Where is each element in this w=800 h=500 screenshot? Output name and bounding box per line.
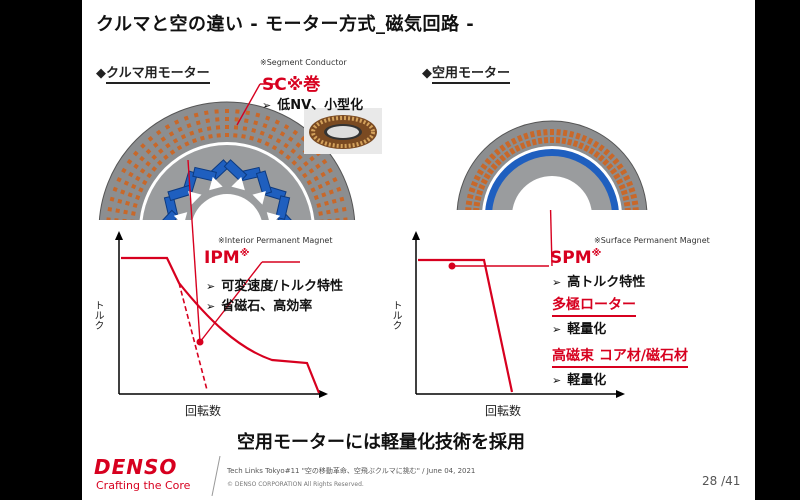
y-axis-arrow-icon (412, 231, 420, 240)
spm-sup: ※ (591, 248, 602, 259)
ipm-bullet-1: ➢ 可変速度/トルク特性 (206, 275, 343, 294)
ipm-sup: ※ (239, 248, 250, 259)
spm-label: SPM (550, 248, 592, 268)
footer (82, 450, 755, 500)
right-torque-chart (412, 231, 625, 398)
conclusion-text: 空用モーターには軽量化技術を採用 (237, 432, 525, 453)
segment-conductor-photo (304, 108, 382, 154)
x-axis-arrow-icon (616, 390, 625, 398)
sc-note: ※Segment Conductor (260, 58, 347, 67)
ipm-bullet-2-text: 省磁石、高効率 (221, 299, 313, 314)
high-flux-bullet: ➢ 軽量化 (552, 369, 606, 388)
footer-divider (211, 456, 221, 496)
right-heading: ◆空用モーター (422, 62, 511, 84)
right-x-label: 回転数 (485, 404, 522, 418)
spm-bullet-text: 高トルク特性 (567, 275, 646, 290)
arrow-right-icon: ➢ (552, 276, 562, 289)
left-y-label: トルク (92, 300, 103, 330)
left-heading-text: クルマ用モーター (106, 66, 210, 84)
copyright: © DENSO CORPORATION All Rights Reserved. (227, 481, 364, 488)
ipm-label-group: IPM※ (204, 248, 249, 268)
left-x-label: 回転数 (185, 404, 222, 418)
ipm-bullet-1-text: 可変速度/トルク特性 (221, 279, 343, 294)
ipm-dashed-curve (178, 282, 208, 391)
tagline: Crafting the Core (96, 479, 191, 492)
multipole-bullet: ➢ 軽量化 (552, 318, 606, 337)
multipole-rotor-heading: 多極ローター (552, 294, 636, 317)
spm-motor-diagram (456, 120, 648, 210)
slide-title: クルマと空の違い - モーター方式_磁気回路 - (96, 14, 475, 35)
right-y-label: トルク (390, 300, 401, 330)
event-info: Tech Links Tokyo#11 "空の移動革命、空飛ぶクルマに挑む" /… (227, 467, 476, 475)
high-flux-bullet-text: 軽量化 (567, 373, 607, 388)
left-heading: ◆クルマ用モーター (96, 62, 210, 84)
arrow-right-icon: ➢ (206, 300, 216, 313)
multipole-bullet-text: 軽量化 (567, 322, 607, 337)
arrow-right-icon: ➢ (552, 323, 562, 336)
slide: クルマと空の違い - モーター方式_磁気回路 - ◆クルマ用モーター ※Segm… (82, 0, 755, 500)
spm-bullet: ➢ 高トルク特性 (552, 271, 645, 290)
right-heading-text: 空用モーター (432, 66, 511, 84)
arrow-right-icon: ➢ (206, 280, 216, 293)
sc-bullet-text: 低NV、小型化 (277, 98, 364, 113)
x-axis-arrow-icon (319, 390, 328, 398)
ipm-note: ※Interior Permanent Magnet (218, 236, 333, 245)
spm-torque-curve (418, 258, 514, 393)
arrow-right-icon: ➢ (262, 99, 272, 112)
denso-logo: DENSO (94, 455, 178, 479)
high-flux-heading: 高磁束 コア材/磁石材 (552, 345, 688, 368)
ipm-label: IPM (204, 248, 240, 268)
sc-bullet: ➢ 低NV、小型化 (262, 94, 363, 113)
spm-note: ※Surface Permanent Magnet (594, 236, 710, 245)
y-axis-arrow-icon (115, 231, 123, 240)
page-number: 28 /41 (702, 474, 741, 488)
spm-label-group: SPM※ (550, 248, 601, 268)
sc-label: SC※巻 (262, 75, 321, 95)
ipm-bullet-2: ➢ 省磁石、高効率 (206, 295, 312, 314)
stator-windings (106, 109, 348, 224)
stator-slots (465, 129, 639, 210)
arrow-right-icon: ➢ (552, 374, 562, 387)
ipm-marker (196, 338, 204, 346)
ipm-motor-diagram (92, 101, 362, 230)
